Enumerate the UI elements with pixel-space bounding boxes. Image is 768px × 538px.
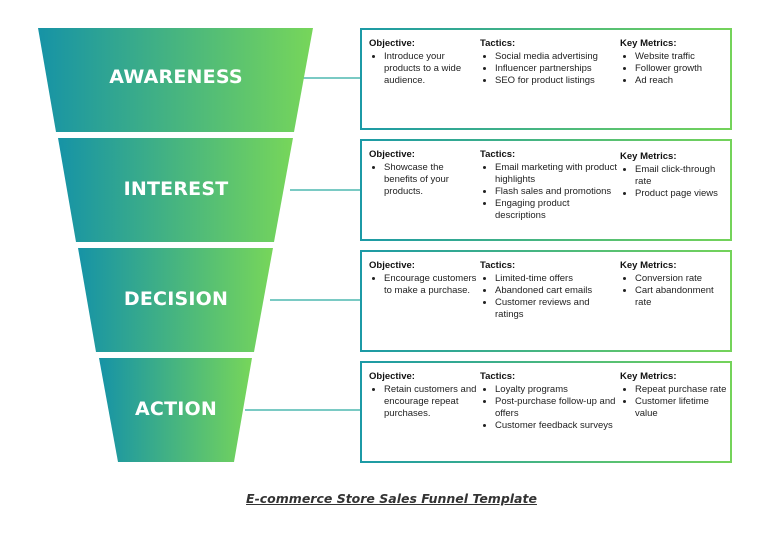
stage-panel-action: Objective: Retain customers and encourag…: [360, 361, 732, 463]
tactics-column: Tactics: Loyalty programs Post-purchase …: [480, 371, 618, 432]
tactics-column: Tactics: Limited-time offers Abandoned c…: [480, 260, 618, 321]
metrics-column: Key Metrics: Email click-through rate Pr…: [620, 151, 728, 200]
funnel-segment-awareness: [38, 28, 313, 132]
objective-heading: Objective:: [369, 149, 415, 160]
tactics-heading: Tactics:: [480, 149, 516, 160]
objective-column: Objective: Introduce your products to a …: [369, 38, 479, 87]
objective-column: Objective: Encourage customers to make a…: [369, 260, 479, 297]
metric-item: Follower growth: [635, 63, 728, 75]
metric-item: Ad reach: [635, 75, 728, 87]
stage-label-awareness: AWARENESS: [109, 66, 243, 88]
objective-item: Introduce your products to a wide audien…: [384, 51, 479, 87]
metrics-heading: Key Metrics:: [620, 371, 677, 382]
objective-item: Showcase the benefits of your products.: [384, 162, 479, 198]
tactics-heading: Tactics:: [480, 260, 516, 271]
stage-panel-decision: Objective: Encourage customers to make a…: [360, 250, 732, 352]
tactic-item: Customer reviews and ratings: [495, 297, 618, 321]
tactics-heading: Tactics:: [480, 371, 516, 382]
objective-heading: Objective:: [369, 260, 415, 271]
metrics-heading: Key Metrics:: [620, 260, 677, 271]
stage-label-decision: DECISION: [123, 288, 229, 310]
objective-heading: Objective:: [369, 38, 415, 49]
tactic-item: Abandoned cart emails: [495, 285, 618, 297]
funnel-segment-decision: [78, 248, 273, 352]
objective-item: Retain customers and encourage repeat pu…: [384, 384, 479, 420]
tactic-item: Loyalty programs: [495, 384, 618, 396]
diagram-caption: E-commerce Store Sales Funnel Template: [246, 491, 537, 506]
metric-item: Repeat purchase rate: [635, 384, 728, 396]
tactic-item: Email marketing with product highlights: [495, 162, 618, 186]
metric-item: Cart abandonment rate: [635, 285, 728, 309]
stage-label-action: ACTION: [135, 398, 217, 420]
objective-column: Objective: Retain customers and encourag…: [369, 371, 479, 420]
funnel-segment-interest: [58, 138, 293, 242]
metrics-heading: Key Metrics:: [620, 151, 677, 162]
tactic-item: Limited-time offers: [495, 273, 618, 285]
tactic-item: Customer feedback surveys: [495, 420, 618, 432]
tactic-item: Influencer partnerships: [495, 63, 618, 75]
metric-item: Website traffic: [635, 51, 728, 63]
stage-panel-awareness: Objective: Introduce your products to a …: [360, 28, 732, 130]
metrics-column: Key Metrics: Conversion rate Cart abando…: [620, 260, 728, 309]
tactics-column: Tactics: Email marketing with product hi…: [480, 149, 618, 222]
metrics-column: Key Metrics: Repeat purchase rate Custom…: [620, 371, 728, 420]
funnel-segment-action: [99, 358, 252, 462]
tactic-item: SEO for product listings: [495, 75, 618, 87]
tactic-item: Flash sales and promotions: [495, 186, 618, 198]
tactic-item: Post-purchase follow-up and offers: [495, 396, 618, 420]
tactic-item: Social media advertising: [495, 51, 618, 63]
stage-panel-interest: Objective: Showcase the benefits of your…: [360, 139, 732, 241]
metrics-column: Key Metrics: Website traffic Follower gr…: [620, 38, 728, 87]
stage-label-interest: INTEREST: [123, 178, 229, 200]
objective-item: Encourage customers to make a purchase.: [384, 273, 479, 297]
tactic-item: Engaging product descriptions: [495, 198, 618, 222]
objective-heading: Objective:: [369, 371, 415, 382]
metric-item: Email click-through rate: [635, 164, 728, 188]
tactics-heading: Tactics:: [480, 38, 516, 49]
metric-item: Product page views: [635, 188, 728, 200]
metric-item: Conversion rate: [635, 273, 728, 285]
metric-item: Customer lifetime value: [635, 396, 728, 420]
tactics-column: Tactics: Social media advertising Influe…: [480, 38, 618, 87]
metrics-heading: Key Metrics:: [620, 38, 677, 49]
objective-column: Objective: Showcase the benefits of your…: [369, 149, 479, 198]
